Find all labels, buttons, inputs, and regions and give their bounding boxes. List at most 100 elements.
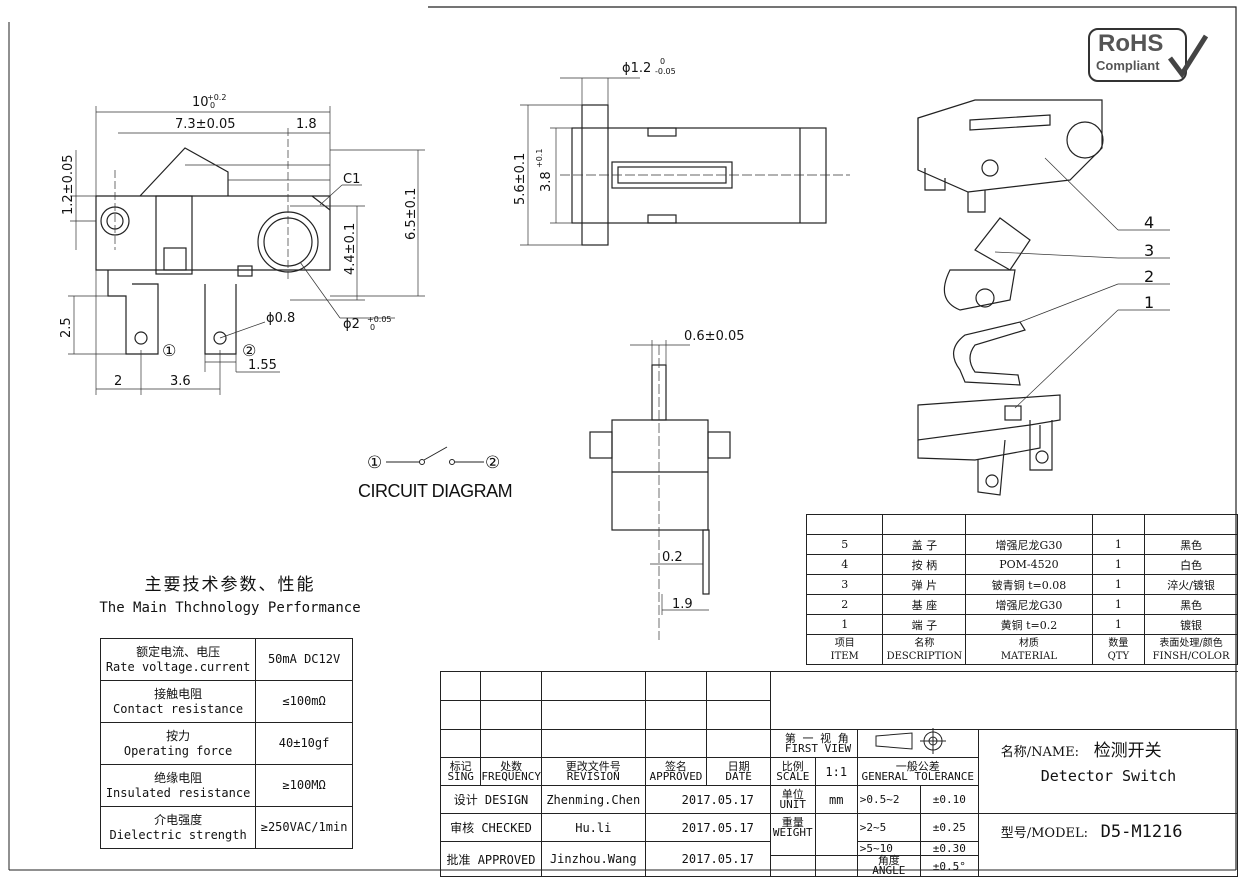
circuit-pin1: ① bbox=[367, 453, 382, 473]
circuit-diagram-title: CIRCUIT DIAGRAM bbox=[358, 481, 513, 501]
side-view bbox=[589, 364, 731, 595]
header-en: DESCRIPTION bbox=[886, 650, 963, 662]
circuit-diagram bbox=[386, 446, 484, 465]
callout-4: 4 bbox=[1144, 213, 1154, 232]
tol-value: ±0.30 bbox=[919, 841, 979, 856]
header-en: SING bbox=[447, 769, 474, 783]
bom-finish: 淬火/镀银 bbox=[1144, 574, 1238, 595]
header-cn: 数量 bbox=[1108, 637, 1129, 649]
model-cell: 型号/MODEL: D5-M1216 bbox=[977, 813, 1239, 877]
bom-item: 3 bbox=[805, 574, 884, 595]
header-en: MATERIAL bbox=[1000, 650, 1058, 662]
header-cn: 角度 bbox=[877, 854, 900, 867]
angle-tol: ±0.5° bbox=[919, 855, 979, 877]
dim-chamfer: C1 bbox=[343, 172, 360, 187]
dim-front-height: 5.6±0.1 bbox=[513, 153, 528, 205]
table-row bbox=[439, 671, 1238, 701]
header-cn: 名称 bbox=[914, 637, 935, 649]
dim-shaft-tol-lo: -0.05 bbox=[655, 67, 676, 76]
side-view-dim-lines bbox=[630, 340, 709, 640]
bom-qty: 1 bbox=[1091, 594, 1146, 615]
bom-qty: 1 bbox=[1091, 614, 1146, 635]
table-row: 5 盖 子 增强尼龙G30 1 黑色 bbox=[805, 534, 1238, 555]
table-row: 1 端 子 黄铜 t=0.2 1 镀银 bbox=[805, 614, 1238, 635]
param-en: Operating force bbox=[123, 743, 233, 758]
tol-value: ±0.25 bbox=[919, 813, 979, 842]
pin2-marker: ② bbox=[242, 341, 256, 360]
bom-desc: 按 柄 bbox=[882, 554, 967, 575]
dim-pin-off: 2 bbox=[114, 374, 122, 389]
header-en: QTY bbox=[1107, 650, 1130, 662]
header-en: REVISION bbox=[566, 769, 620, 783]
callout-3: 3 bbox=[1144, 241, 1154, 260]
design-date: 2017.05.17 bbox=[644, 785, 771, 814]
dim-left-part: 7.3±0.05 bbox=[175, 117, 236, 132]
bom-qty: 1 bbox=[1091, 574, 1146, 595]
bom-qty: 1 bbox=[1091, 534, 1146, 555]
callout-1: 1 bbox=[1144, 293, 1154, 312]
checked-label: 审核 CHECKED bbox=[440, 813, 542, 842]
first-view-cn: 第 一 视 角 bbox=[784, 731, 849, 745]
dim-side-lead-w: 1.9 bbox=[672, 597, 693, 612]
header-en: FINSH/COLOR bbox=[1152, 650, 1230, 662]
exploded-view bbox=[917, 99, 1104, 496]
bom-material: POM-4520 bbox=[965, 554, 1093, 575]
dim-shaft-tol-hi: 0 bbox=[660, 57, 665, 66]
bom-item: 5 bbox=[805, 534, 884, 555]
dim-pin-hole: ϕ0.8 bbox=[266, 311, 295, 326]
bom-finish: 镀银 bbox=[1144, 614, 1238, 635]
bom-item: 2 bbox=[805, 594, 884, 615]
header-cn: 更改文件号 bbox=[565, 759, 621, 773]
header-cn: 比例 bbox=[781, 759, 804, 773]
tol-range: >2~5 bbox=[856, 813, 921, 842]
rohs-subtitle: Compliant bbox=[1096, 58, 1160, 73]
table-row: 4 按 柄 POM-4520 1 白色 bbox=[805, 554, 1238, 575]
dim-big-hole-tol: +0.05 bbox=[367, 315, 392, 324]
design-name: Zhenming.Chen bbox=[541, 785, 646, 814]
header-en: ITEM bbox=[830, 650, 859, 662]
dim-overall-width: 10 bbox=[192, 95, 209, 110]
dim-side-offset: 1.2±0.05 bbox=[61, 154, 76, 215]
header-cn: 签名 bbox=[664, 759, 687, 773]
name-label: 名称/NAME: bbox=[1000, 745, 1080, 760]
performance-title-cn: 主要技术参数、性能 bbox=[144, 575, 316, 595]
name-cell: 名称/NAME: 检测开关 Detector Switch bbox=[977, 729, 1239, 814]
tol-range: >0.5~2 bbox=[856, 785, 921, 814]
dim-pin-w: 1.55 bbox=[248, 358, 277, 373]
bom-finish: 白色 bbox=[1144, 554, 1238, 575]
dim-right-part: 1.8 bbox=[296, 117, 317, 132]
callout-2: 2 bbox=[1144, 267, 1154, 286]
table-row bbox=[439, 700, 1238, 730]
front-view-dim-lines bbox=[520, 77, 850, 246]
param-cn: 绝缘电阻 bbox=[154, 770, 203, 785]
dim-front-inner-tol: +0.1 bbox=[535, 149, 544, 168]
product-name-cn: 检测开关 bbox=[1093, 741, 1162, 761]
bom-item: 4 bbox=[805, 554, 884, 575]
approved-date: 2017.05.17 bbox=[644, 841, 771, 877]
dim-total-height: 6.5±0.1 bbox=[404, 188, 419, 240]
check-icon bbox=[1168, 34, 1208, 78]
header-en: SCALE bbox=[776, 769, 810, 783]
checked-date: 2017.05.17 bbox=[644, 813, 771, 842]
header-cn: 单位 bbox=[781, 787, 804, 801]
unit-value: mm bbox=[814, 785, 858, 814]
top-view-dim-lines bbox=[68, 106, 425, 395]
dim-big-hole: ϕ2 bbox=[343, 317, 360, 332]
